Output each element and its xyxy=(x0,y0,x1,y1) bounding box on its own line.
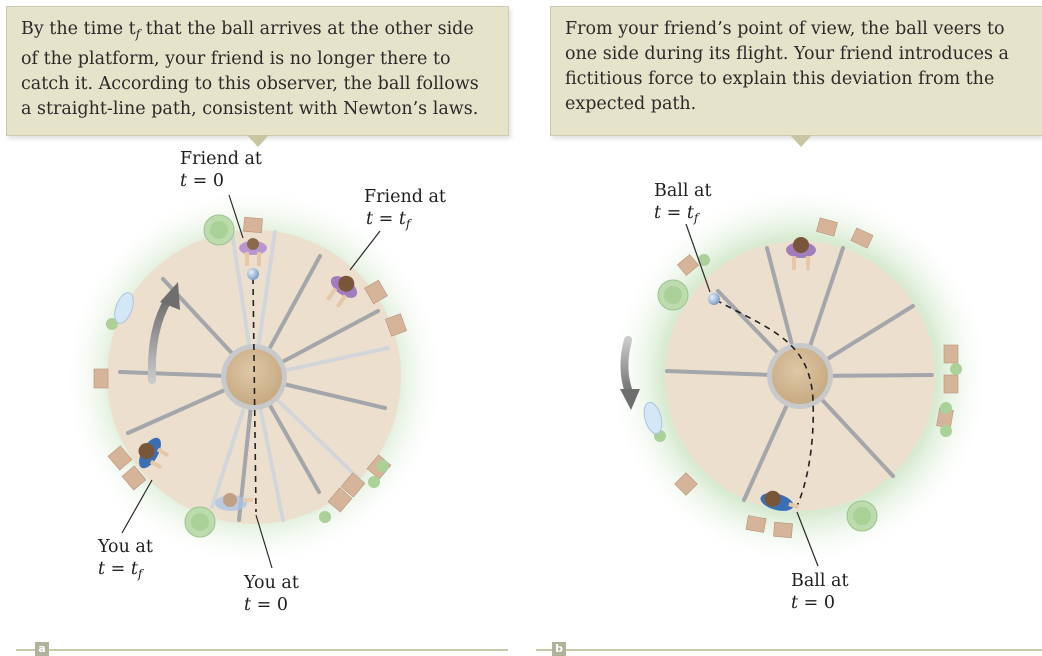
callout-a-line-2: of the platform, your friend is no longe… xyxy=(21,49,451,69)
rotation-arrowhead-a xyxy=(160,282,180,310)
callout-b-line-3: fictitious force to explain this deviati… xyxy=(565,69,995,89)
panel-tag-b: b xyxy=(552,642,566,656)
leader-lines-b xyxy=(685,223,819,567)
callout-b-line-4: expected path. xyxy=(565,94,697,114)
rotation-arrow-a xyxy=(147,296,172,384)
hub-b xyxy=(772,348,828,404)
friend-figure-t0 xyxy=(239,238,267,266)
callout-box-b: From your friend’s point of view, the ba… xyxy=(550,6,1042,136)
panel-a-rule xyxy=(16,649,508,651)
rotation-arrowhead-b xyxy=(620,389,640,410)
label-ball-at-tf: Ball at t = tf xyxy=(654,181,712,225)
callout-b-line-1: From your friend’s point of view, the ba… xyxy=(565,19,1005,39)
callout-box-a: By the time tf that the ball arrives at … xyxy=(6,6,509,136)
slide-a xyxy=(114,292,134,324)
bushes-b xyxy=(654,254,962,532)
panel-b-rule xyxy=(536,649,1042,651)
label-friend-at-tf: Friend at t = tf xyxy=(364,187,446,231)
label-friend-at-t0: Friend at t = 0 xyxy=(180,149,262,191)
label-you-at-t0: You at t = 0 xyxy=(244,573,299,615)
benches-b xyxy=(674,217,959,539)
ball-a xyxy=(247,268,259,280)
leader-lines-a xyxy=(121,194,381,569)
you-figure-tf xyxy=(138,437,170,470)
ball-path-curved xyxy=(715,299,815,509)
callout-a-line-3: catch it. According to this observer, th… xyxy=(21,74,479,94)
you-figure-t0 xyxy=(215,493,253,511)
bushes-a xyxy=(106,214,389,538)
label-ball-at-t0: Ball at t = 0 xyxy=(791,571,849,613)
friend-figure-tf xyxy=(325,275,358,308)
slide-b xyxy=(643,401,663,435)
callout-b-pointer xyxy=(790,135,812,147)
label-you-at-tf: You at t = tf xyxy=(98,537,153,581)
panel-a xyxy=(35,185,446,656)
callout-a-line-4: a straight-line path, consistent with Ne… xyxy=(21,99,479,119)
panel-b xyxy=(608,184,992,568)
callout-a-pointer xyxy=(247,135,269,147)
friend-figure-b xyxy=(786,237,816,270)
panel-tag-a: a xyxy=(35,642,49,656)
callout-b-line-2: one side during its flight. Your friend … xyxy=(565,44,1009,64)
ball-b xyxy=(708,293,720,305)
callout-a-line-1: By the time tf that the ball arrives at … xyxy=(21,19,474,41)
you-figure-b xyxy=(760,490,800,511)
